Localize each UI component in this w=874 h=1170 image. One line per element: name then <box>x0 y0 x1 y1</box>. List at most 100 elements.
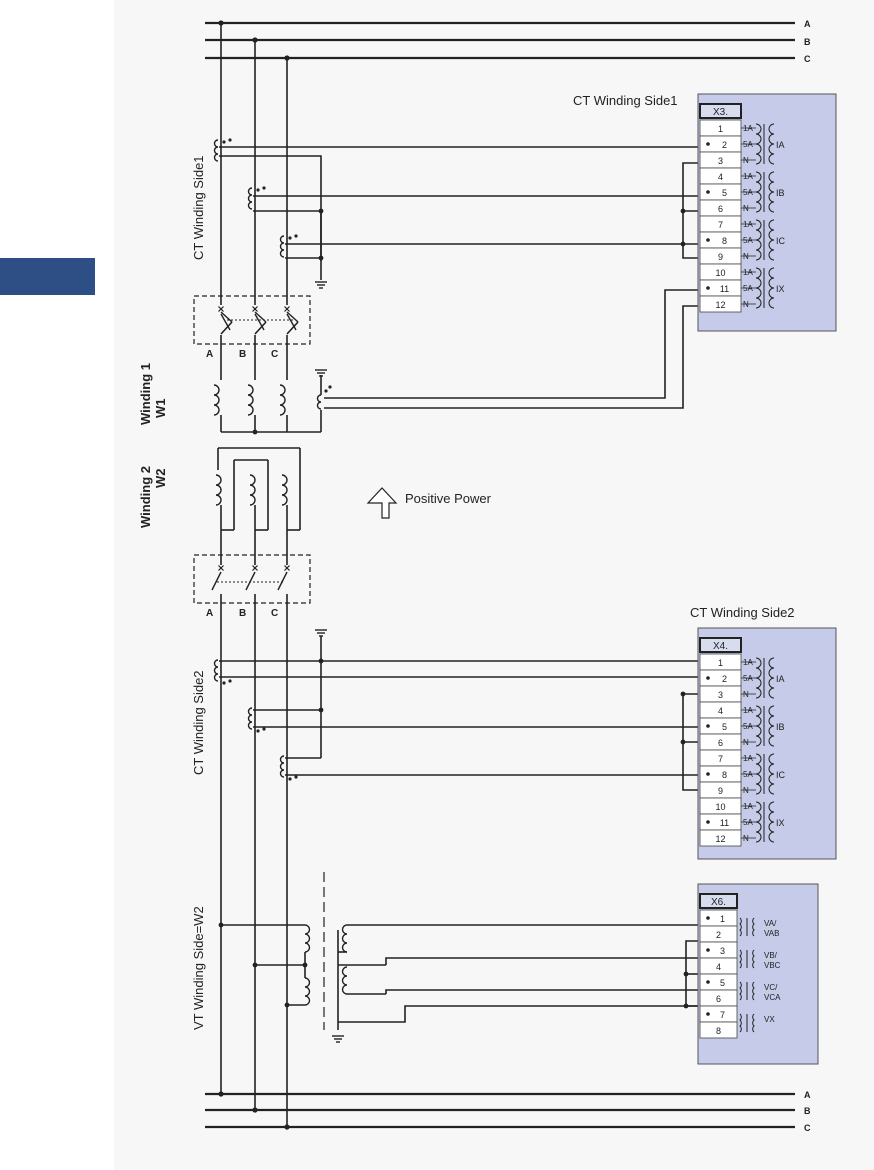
x4-tap-lead <box>741 661 756 695</box>
x6-input-coil-icon <box>752 917 755 937</box>
w2-coil-a <box>215 474 222 506</box>
breaker-contact-icon <box>218 306 224 312</box>
x6-input-name: VAB <box>764 929 779 938</box>
x4-tap-lead <box>741 709 756 743</box>
junction-dot <box>252 429 258 435</box>
x4-input-name: IC <box>776 770 786 780</box>
x3-tap-label: N <box>743 252 749 261</box>
x3-input-name: IB <box>776 188 785 198</box>
x3-terminal-label: 7 <box>718 220 723 230</box>
polarity-dot <box>706 916 710 920</box>
w1-coil-b <box>247 384 254 416</box>
x6-input-coil-icon <box>752 949 755 969</box>
phase-label-w1-b: B <box>239 349 246 360</box>
x4-tap-label: 1A <box>743 706 753 715</box>
junction-dot <box>252 962 258 968</box>
bus-junction <box>252 37 258 43</box>
x6-terminal-label: 2 <box>716 930 721 940</box>
x4-input-name: IB <box>776 722 785 732</box>
terminal-blocks: X3.1234567891011121A5ANIA1A5ANIB1A5ANIC1… <box>697 93 837 1065</box>
vt-sec-wire <box>338 1005 700 1023</box>
bus-label-a-bottom: A <box>804 1090 811 1100</box>
junction-dot <box>318 255 324 261</box>
polarity-dot <box>706 772 710 776</box>
breaker1-box <box>193 295 311 345</box>
x6-terminal-label: 1 <box>720 914 725 924</box>
x6-input-name: VBC <box>764 961 781 970</box>
polarity-dot <box>706 948 710 952</box>
x4-header-label: X4. <box>713 641 728 652</box>
junction-dot <box>680 691 686 697</box>
x4-input-coil-icon <box>768 753 775 795</box>
bus-junction <box>252 1107 258 1113</box>
bus-junction <box>218 1091 224 1097</box>
phase-label-w1-a: A <box>206 349 213 360</box>
x3-terminal-label: 3 <box>718 156 723 166</box>
x4-terminal-label: 12 <box>715 834 725 844</box>
junction-dot <box>318 208 324 214</box>
x4-tap-label: 1A <box>743 802 753 811</box>
breaker-contact-icon <box>284 306 290 312</box>
bus-junction <box>284 1124 290 1130</box>
x6-header-label: X6. <box>711 897 726 908</box>
phase-label-w1-c: C <box>271 349 278 360</box>
w1-coil-c <box>279 384 286 416</box>
polarity-dot <box>706 286 710 290</box>
ct-side2-coil-b <box>247 707 253 730</box>
polarity-dot <box>262 186 266 190</box>
x6-input-coil-icon <box>752 1013 755 1033</box>
winding2-label-line1: Winding 2 <box>138 466 153 528</box>
junction-dot <box>683 1003 689 1009</box>
x6-input-name: VA/ <box>764 919 777 928</box>
x3-header-label: X3. <box>713 107 728 118</box>
x4-input-name: IA <box>776 674 785 684</box>
x3-tap-lead <box>741 175 756 209</box>
x3-tap-label: 5A <box>743 236 753 245</box>
polarity-dot <box>256 188 260 192</box>
x4-terminal-label: 9 <box>718 786 723 796</box>
x4-tap-lead <box>741 757 756 791</box>
junction-dot <box>318 707 324 713</box>
breaker-blade <box>286 311 299 323</box>
x4-terminal-label: 7 <box>718 754 723 764</box>
polarity-dot <box>706 980 710 984</box>
x3-terminal <box>699 231 742 249</box>
x4-terminal-label: 11 <box>720 818 729 828</box>
breaker-blade <box>245 571 256 591</box>
x4-terminal-label: 1 <box>718 658 723 668</box>
x6-terminal <box>699 941 738 959</box>
polarity-dot <box>288 236 292 240</box>
vt-vertical-label: VT Winding Side=W2 <box>191 906 206 1030</box>
bus-junction <box>284 55 290 61</box>
x4-input-coil-icon <box>768 705 775 747</box>
breaker-blade <box>286 313 297 331</box>
polarity-dot <box>328 385 332 389</box>
x3-tap-label: N <box>743 300 749 309</box>
x4-terminal <box>699 669 742 687</box>
x3-block: X3.1234567891011121A5ANIA1A5ANIB1A5ANIC1… <box>697 93 837 332</box>
breaker-contact-icon <box>252 565 258 571</box>
x3-input-coil-icon <box>755 171 762 213</box>
x6-terminal-label: 8 <box>716 1026 721 1036</box>
vt-primary-1 <box>304 924 311 953</box>
x3-terminal <box>699 183 742 201</box>
bus-label-c-top: C <box>804 54 811 64</box>
positive-power-arrow-icon <box>366 487 398 519</box>
x6-input-coil-icon <box>739 949 742 969</box>
x3-tap-label: 1A <box>743 220 753 229</box>
polarity-dot <box>228 138 232 142</box>
x4-input-name: IX <box>776 818 785 828</box>
x6-input-coil-icon <box>739 1013 742 1033</box>
x4-terminal <box>699 765 742 783</box>
x4-tap-lead <box>741 805 756 839</box>
ct-side1-coil-c <box>279 235 285 258</box>
x3-tap-lead <box>741 271 756 305</box>
vt-secondary-2 <box>341 966 348 995</box>
breaker-contact-icon <box>218 565 224 571</box>
x3-tap-lead <box>741 127 756 161</box>
polarity-dot <box>706 820 710 824</box>
symbols <box>193 20 689 1130</box>
w2-coil-c <box>281 474 288 506</box>
polarity-dot <box>256 729 260 733</box>
x6-terminal-label: 5 <box>720 978 725 988</box>
